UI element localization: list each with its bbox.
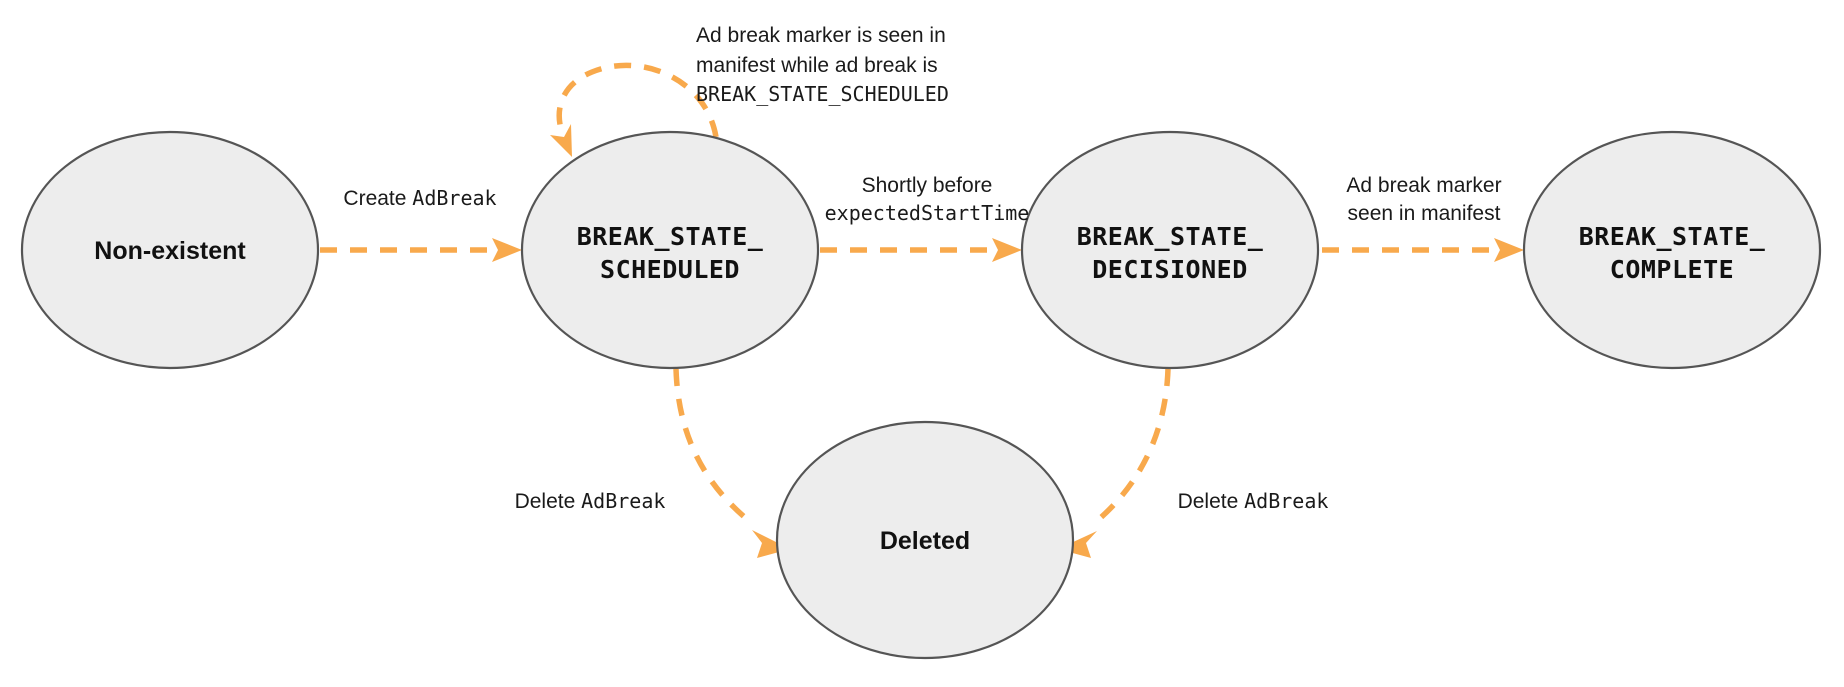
edge-line [1096, 368, 1171, 523]
edge-line [673, 368, 750, 523]
edge-label-delete-adbreak-from-scheduled: Delete AdBreak [515, 489, 666, 513]
edge-delete-adbreak-from-decisioned [1058, 368, 1171, 558]
arrowhead-icon [992, 238, 1022, 262]
node-break-state-scheduled[interactable]: BREAK_STATE_ SCHEDULED [520, 130, 820, 370]
edge-label-text-sans: Delete [1178, 490, 1245, 513]
edge-label-line-1: Ad break marker is seen in [696, 24, 946, 47]
edge-label-text-sans: Delete [515, 490, 582, 513]
arrowhead-icon [492, 238, 522, 262]
edge-label-line-2: manifest while ad break is [696, 54, 938, 77]
edge-label-line-1: Ad break marker [1346, 174, 1501, 197]
node-deleted[interactable]: Deleted [775, 420, 1075, 660]
node-label-line-1: BREAK_STATE_ [577, 222, 764, 251]
edge-label-scheduled-self-loop: Ad break marker is seen in manifest whil… [696, 24, 949, 106]
node-non-existent[interactable]: Non-existent [20, 130, 320, 370]
edge-label-text-mono: AdBreak [581, 489, 665, 513]
edge-label-marker-seen-in-manifest: Ad break marker seen in manifest [1346, 174, 1501, 225]
edge-label-line-1: Shortly before [862, 174, 993, 197]
edge-label-create-adbreak: Create AdBreak [343, 186, 496, 210]
node-label-line-2: DECISIONED [1092, 255, 1248, 284]
edge-create-adbreak [320, 238, 522, 262]
node-break-state-complete[interactable]: BREAK_STATE_ COMPLETE [1522, 130, 1822, 370]
edge-line [556, 62, 719, 138]
node-label: Deleted [880, 527, 970, 555]
node-label-line-2: SCHEDULED [600, 255, 740, 284]
edge-label-delete-adbreak-from-decisioned: Delete AdBreak [1178, 489, 1329, 513]
arrowhead-icon [1494, 238, 1524, 262]
node-shape [775, 420, 1075, 660]
node-break-state-decisioned[interactable]: BREAK_STATE_ DECISIONED [1020, 130, 1320, 370]
edge-marker-seen-in-manifest [1322, 238, 1524, 262]
node-shape [1522, 130, 1822, 370]
node-label-line-1: BREAK_STATE_ [1579, 222, 1766, 251]
edge-delete-adbreak-from-scheduled [673, 368, 790, 558]
edge-label-line-2: expectedStartTime [825, 201, 1030, 225]
edge-label-text-mono: AdBreak [412, 186, 496, 210]
arrowhead-icon [550, 124, 572, 157]
node-label-line-1: BREAK_STATE_ [1077, 222, 1264, 251]
edge-label-text-sans: Create [343, 187, 412, 210]
edge-label-shortly-before-expected-start-time: Shortly before expectedStartTime [825, 174, 1030, 225]
edge-label-line-2: seen in manifest [1348, 202, 1501, 225]
node-shape [20, 130, 320, 370]
edge-scheduled-self-loop [550, 62, 719, 157]
edge-shortly-before-expected-start-time [820, 238, 1022, 262]
node-shape [520, 130, 820, 370]
node-label: Non-existent [94, 237, 246, 265]
node-shape [1020, 130, 1320, 370]
edge-label-line-3: BREAK_STATE_SCHEDULED [696, 82, 949, 106]
node-label-line-2: COMPLETE [1610, 255, 1734, 284]
edge-label-text-mono: AdBreak [1244, 489, 1328, 513]
